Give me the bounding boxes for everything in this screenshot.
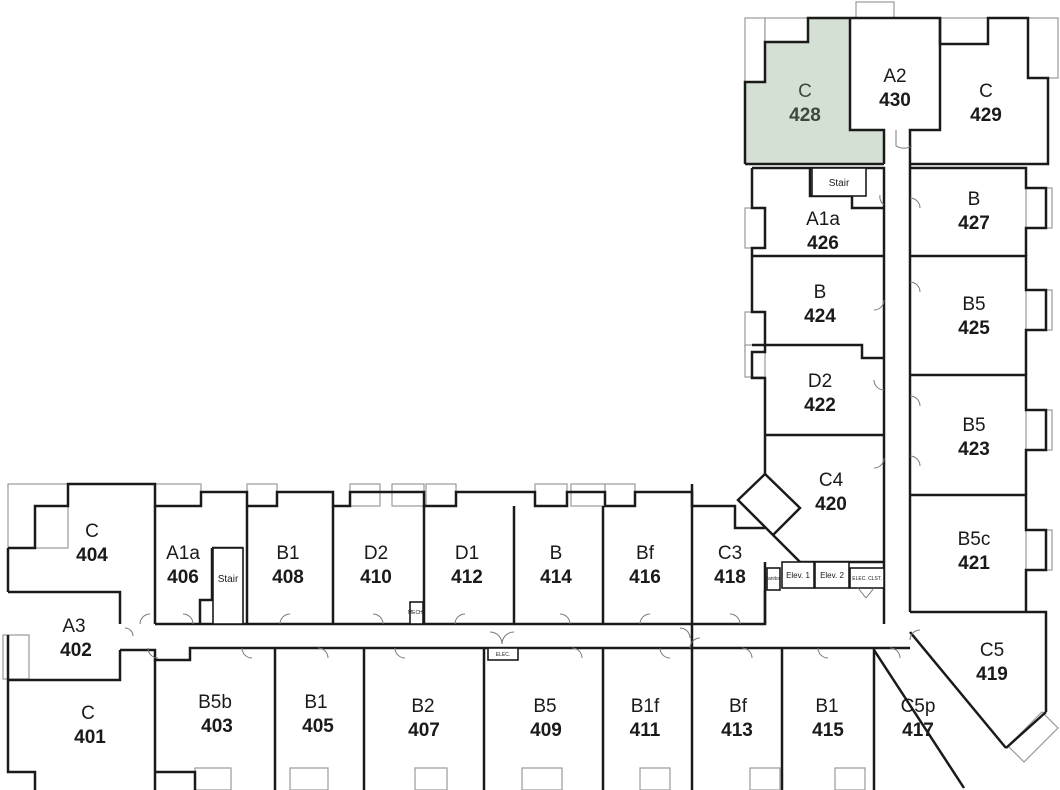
room-number-label: 405 bbox=[302, 716, 334, 737]
room-type-label: B1 bbox=[304, 692, 327, 713]
room-type-label: A3 bbox=[62, 616, 85, 637]
elevator-1-label: Elev. 1 bbox=[786, 571, 810, 580]
elec-closet-label: ELEC. CLST. bbox=[852, 576, 881, 582]
room-type-label: B5c bbox=[958, 529, 991, 550]
room-number-label: 416 bbox=[629, 567, 661, 588]
room-areas bbox=[8, 18, 1048, 790]
mech-closet bbox=[409, 601, 424, 625]
room-type-label: B2 bbox=[411, 696, 434, 717]
room-labels: C 428 A2 430 C 429 A1a 426 B 427 B 424 B… bbox=[60, 66, 1008, 748]
room-number-label: 401 bbox=[74, 727, 106, 748]
elevator-2 bbox=[814, 561, 850, 589]
room-number-label: 415 bbox=[812, 720, 844, 741]
room-411[interactable] bbox=[603, 648, 692, 790]
elec-closet bbox=[849, 567, 885, 589]
room-404[interactable] bbox=[8, 484, 155, 592]
room-number-label: 430 bbox=[879, 90, 911, 111]
room-417[interactable] bbox=[874, 648, 984, 790]
room-number-label: 420 bbox=[815, 494, 847, 515]
room-type-label: C4 bbox=[819, 470, 844, 491]
room-number-label: 414 bbox=[540, 567, 572, 588]
room-type-label: B bbox=[550, 543, 563, 564]
room-number-label: 419 bbox=[976, 664, 1008, 685]
room-number-label: 421 bbox=[958, 553, 990, 574]
stair-top bbox=[811, 167, 867, 197]
elec-room bbox=[487, 647, 519, 661]
room-number-label: 412 bbox=[451, 567, 483, 588]
room-type-label: D2 bbox=[808, 371, 832, 392]
room-number-label: 402 bbox=[60, 640, 92, 661]
janitor-closet bbox=[766, 567, 781, 591]
room-type-label: Bf bbox=[729, 696, 748, 717]
room-type-label: B5 bbox=[962, 294, 985, 315]
room-type-label: C bbox=[798, 81, 812, 102]
room-number-label: 404 bbox=[76, 545, 108, 566]
room-number-label: 425 bbox=[958, 318, 990, 339]
mech-label: MECH. bbox=[408, 610, 424, 616]
door-swings bbox=[124, 130, 921, 659]
room-type-label: A1a bbox=[166, 543, 200, 564]
room-number-label: 406 bbox=[167, 567, 199, 588]
room-type-label: B5 bbox=[962, 415, 985, 436]
room-type-label: B5 bbox=[533, 696, 556, 717]
room-type-label: C5 bbox=[980, 640, 1004, 661]
stair-left-label: Stair bbox=[218, 574, 239, 585]
room-type-label: B1f bbox=[631, 696, 660, 717]
room-type-label: C5p bbox=[901, 696, 936, 717]
room-410[interactable] bbox=[333, 506, 424, 624]
room-408[interactable] bbox=[247, 506, 333, 624]
room-type-label: A2 bbox=[883, 66, 906, 87]
room-type-label: C3 bbox=[718, 543, 742, 564]
elevator-2-label: Elev. 2 bbox=[820, 571, 844, 580]
room-number-label: 403 bbox=[201, 716, 233, 737]
room-type-label: B bbox=[814, 282, 827, 303]
room-number-label: 429 bbox=[970, 105, 1002, 126]
elevator-1 bbox=[781, 561, 815, 589]
stair-top-label: Stair bbox=[829, 178, 850, 189]
utility-rooms: Stair Stair Elev. 1 Elev. 2 ELEC. CLST. … bbox=[212, 167, 885, 661]
room-number-label: 424 bbox=[804, 306, 836, 327]
stair-left bbox=[212, 547, 244, 625]
room-413[interactable] bbox=[692, 648, 782, 790]
room-type-label: B bbox=[968, 189, 981, 210]
room-type-label: B1 bbox=[276, 543, 299, 564]
room-number-label: 423 bbox=[958, 439, 990, 460]
room-number-label: 413 bbox=[721, 720, 753, 741]
room-412[interactable] bbox=[424, 506, 514, 624]
room-number-label: 418 bbox=[714, 567, 746, 588]
room-type-label: B1 bbox=[815, 696, 838, 717]
room-number-label: 427 bbox=[958, 213, 990, 234]
room-428[interactable] bbox=[745, 42, 850, 164]
room-number-label: 408 bbox=[272, 567, 304, 588]
room-number-label: 410 bbox=[360, 567, 392, 588]
room-type-label: C bbox=[979, 81, 993, 102]
room-number-label: 407 bbox=[408, 720, 440, 741]
room-type-label: B5b bbox=[198, 692, 232, 713]
room-type-label: D1 bbox=[455, 543, 479, 564]
room-number-label: 422 bbox=[804, 395, 836, 416]
room-number-label: 417 bbox=[902, 720, 934, 741]
room-type-label: C bbox=[81, 703, 95, 724]
room-427[interactable] bbox=[910, 168, 1026, 256]
room-414[interactable] bbox=[514, 506, 603, 624]
room-number-label: 411 bbox=[630, 720, 661, 741]
room-number-label: 428 bbox=[789, 105, 821, 126]
room-429[interactable] bbox=[940, 44, 1048, 164]
room-number-label: 426 bbox=[807, 233, 839, 254]
elec-label: ELEC. bbox=[496, 652, 510, 658]
room-406[interactable] bbox=[155, 506, 247, 624]
janitor-label: Janitor bbox=[765, 576, 780, 582]
room-416[interactable] bbox=[603, 506, 692, 624]
room-418[interactable] bbox=[692, 506, 765, 624]
room-type-label: D2 bbox=[364, 543, 388, 564]
room-type-label: A1a bbox=[806, 209, 840, 230]
room-number-label: 409 bbox=[530, 720, 562, 741]
room-415[interactable] bbox=[782, 648, 874, 790]
room-407[interactable] bbox=[364, 648, 484, 790]
room-type-label: C bbox=[85, 521, 99, 542]
room-type-label: Bf bbox=[636, 543, 655, 564]
room-425[interactable] bbox=[910, 256, 1026, 375]
